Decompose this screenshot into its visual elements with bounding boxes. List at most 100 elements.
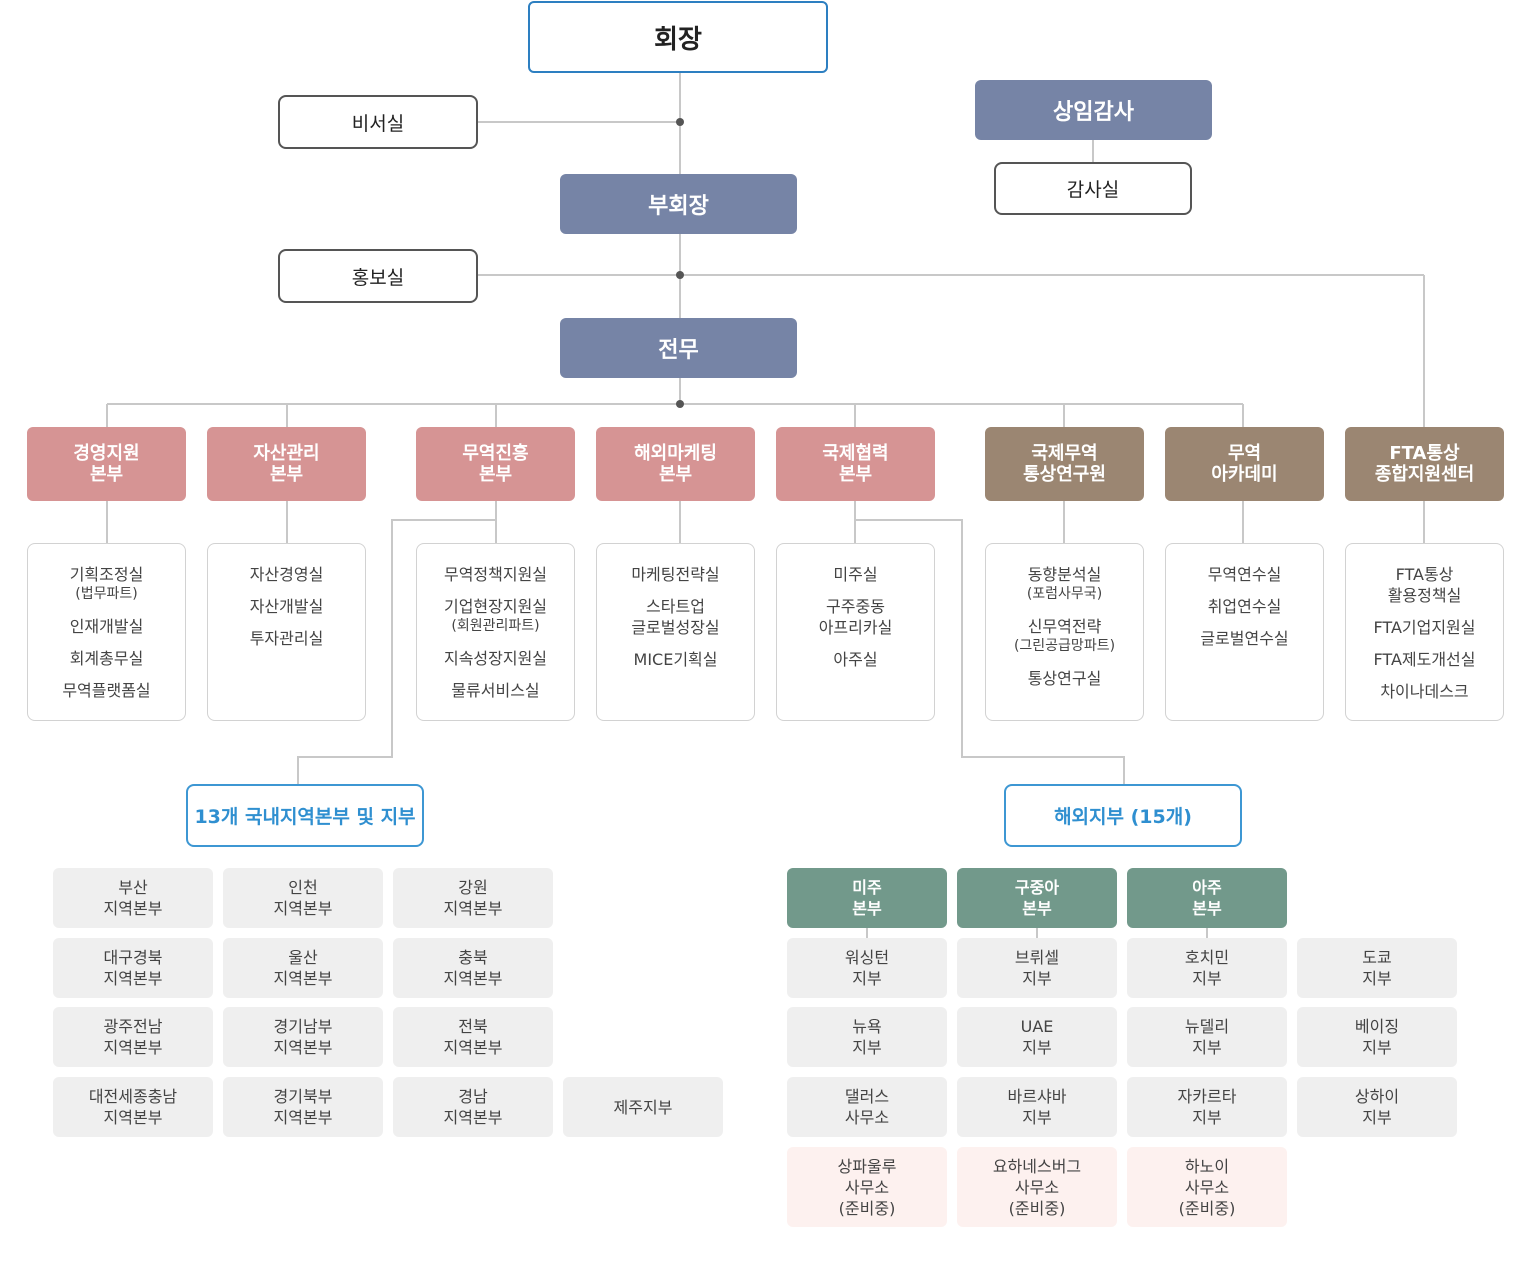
- sub-item: 차이나데스크: [1380, 682, 1469, 701]
- sub-item: 동향분석실(포럼사무국): [1027, 564, 1102, 605]
- sub-item: 투자관리실: [249, 629, 324, 648]
- sub-list-trade-research-institute: 동향분석실(포럼사무국) 신무역전략(그린공급망파트) 통상연구실: [985, 543, 1144, 721]
- sub-item: 회계총무실: [69, 649, 144, 668]
- sub-item: 무역연수실: [1207, 565, 1282, 584]
- audit-office-box: 감사실: [994, 162, 1192, 215]
- pr-office-box: 홍보실: [278, 249, 478, 303]
- executive-label: 전무: [658, 338, 699, 363]
- hq-line2: 아카데미: [1211, 464, 1278, 485]
- hq-line1: 국제협력: [822, 443, 889, 464]
- sub-item: FTA제도개선실: [1373, 650, 1476, 669]
- hq-international-cooperation: 국제협력 본부: [776, 427, 935, 501]
- sub-item: 취업연수실: [1207, 597, 1282, 616]
- sub-item: 기업현장지원실(회원관리파트): [444, 596, 547, 637]
- secretariat-box: 비서실: [278, 95, 478, 149]
- hq-line2: 본부: [89, 464, 124, 485]
- hq-trade-research-institute: 국제무역 통상연구원: [985, 427, 1144, 501]
- hq-line2: 통상연구원: [1023, 464, 1106, 485]
- sub-item: 무역플랫폼실: [62, 681, 151, 700]
- hq-trade-promotion: 무역진흥 본부: [416, 427, 575, 501]
- sub-list-asset-management: 자산경영실 자산개발실 투자관리실: [207, 543, 366, 721]
- hq-line2: 본부: [269, 464, 304, 485]
- hq-line2: 본부: [658, 464, 693, 485]
- auditor-label: 상임감사: [1053, 100, 1134, 125]
- sub-item: 아주실: [833, 650, 878, 669]
- hq-trade-academy: 무역 아카데미: [1165, 427, 1324, 501]
- sub-item: 지속성장지원실: [443, 649, 548, 668]
- chairman-box: 회장: [528, 1, 828, 73]
- sub-note: (법무파트): [75, 586, 138, 602]
- auditor-box: 상임감사: [975, 80, 1212, 140]
- audit-office-label: 감사실: [1066, 179, 1120, 201]
- domestic-branches-title: 13개 국내지역본부 및 지부: [186, 784, 424, 847]
- domestic-title-label: 13개 국내지역본부 및 지부: [194, 806, 416, 828]
- sub-list-management-support: 기획조정실(법무파트) 인재개발실 회계총무실 무역플랫폼실: [27, 543, 186, 721]
- overseas-title-label: 해외지부 (15개): [1054, 806, 1192, 828]
- hq-line2: 종합지원센터: [1374, 464, 1475, 485]
- pr-office-label: 홍보실: [351, 266, 405, 289]
- sub-item: 자산경영실: [249, 565, 324, 584]
- hq-line1: 무역: [1227, 443, 1262, 464]
- hq-line1: 자산관리: [253, 443, 320, 464]
- sub-item: 미주실: [833, 565, 878, 584]
- sub-item: 자산개발실: [249, 597, 324, 616]
- domestic-branch: 제주지부: [563, 1077, 723, 1137]
- sub-item: 기획조정실(법무파트): [70, 564, 144, 605]
- hq-line1: 무역진흥: [462, 443, 529, 464]
- sub-list-trade-academy: 무역연수실 취업연수실 글로벌연수실: [1165, 543, 1324, 721]
- vice-chairman-box: 부회장: [560, 174, 797, 234]
- hq-fta-center: FTA통상 종합지원센터: [1345, 427, 1504, 501]
- hq-management-support: 경영지원 본부: [27, 427, 186, 501]
- hq-line1: 국제무역: [1031, 443, 1098, 464]
- hq-overseas-marketing: 해외마케팅 본부: [596, 427, 755, 501]
- sub-item: 글로벌연수실: [1200, 629, 1289, 648]
- sub-note: (회원관리파트): [451, 618, 540, 634]
- sub-item: MICE기획실: [633, 650, 718, 669]
- sub-note: (그린공급망파트): [1013, 638, 1116, 654]
- chairman-label: 회장: [654, 24, 702, 55]
- hq-line1: 경영지원: [73, 443, 140, 464]
- sub-item: 신무역전략(그린공급망파트): [1014, 616, 1115, 657]
- sub-item: 통상연구실: [1027, 669, 1102, 688]
- hq-line1: 해외마케팅: [634, 443, 717, 464]
- sub-item: 인재개발실: [69, 617, 144, 636]
- hq-line2: 본부: [478, 464, 513, 485]
- sub-item: 물류서비스실: [451, 681, 540, 700]
- hq-asset-management: 자산관리 본부: [207, 427, 366, 501]
- overseas-branches-title: 해외지부 (15개): [1004, 784, 1242, 847]
